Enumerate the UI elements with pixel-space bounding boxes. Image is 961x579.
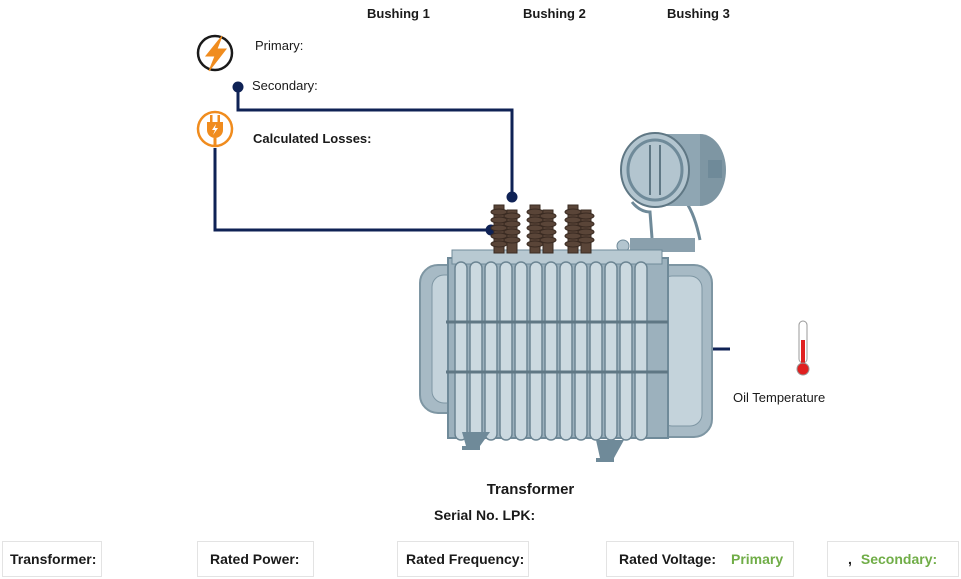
bushing-1-shape (490, 204, 508, 254)
primary-line (213, 148, 491, 232)
rated-frequency-card: Rated Frequency: (397, 541, 529, 577)
transformer-card-label: Transformer: (10, 551, 97, 567)
secondary-prefix: , (848, 551, 852, 567)
secondary-line (236, 87, 514, 197)
rated-power-label: Rated Power: (210, 551, 300, 567)
bushing-5-shape (564, 204, 582, 254)
serial-number-label: Serial No. LPK: (434, 507, 536, 523)
secondary-label: Secondary: (252, 78, 318, 93)
transformer-card: Transformer: (2, 541, 102, 577)
calculated-losses-label: Calculated Losses: (253, 131, 372, 146)
bushing2-dot (506, 191, 518, 203)
rated-power-card: Rated Power: (197, 541, 314, 577)
conservator-tank (616, 132, 726, 253)
oil-temperature-label: Oil Temperature (733, 390, 826, 405)
rated-voltage-label: Rated Voltage: (619, 551, 716, 567)
rated-voltage-primary-value: Primary (730, 551, 784, 567)
device-title: Transformer (486, 481, 575, 498)
secondary-voltage-card: , Secondary: (827, 541, 959, 577)
secondary-dot (232, 81, 244, 93)
lightning-icon (196, 34, 234, 72)
base-rails (462, 432, 624, 462)
bushing-4-shape (539, 209, 557, 254)
primary-label: Primary: (255, 38, 304, 53)
bushing-3-label: Bushing 3 (667, 6, 730, 21)
bushing-1-label: Bushing 1 (367, 6, 430, 21)
tank-bands (446, 320, 668, 374)
rated-frequency-label: Rated Frequency: (406, 551, 525, 567)
bushings (490, 204, 595, 254)
bushing-2-label: Bushing 2 (523, 6, 586, 21)
bushing-6-shape (577, 209, 595, 254)
rated-voltage-card: Rated Voltage: Primary (606, 541, 794, 577)
transformer-image (419, 132, 726, 462)
secondary-voltage-value: Secondary: (860, 551, 938, 567)
plug-icon (196, 110, 234, 148)
bushing-3-shape (526, 204, 544, 254)
bushing-2-shape (503, 209, 521, 254)
thermometer-icon (796, 320, 810, 376)
